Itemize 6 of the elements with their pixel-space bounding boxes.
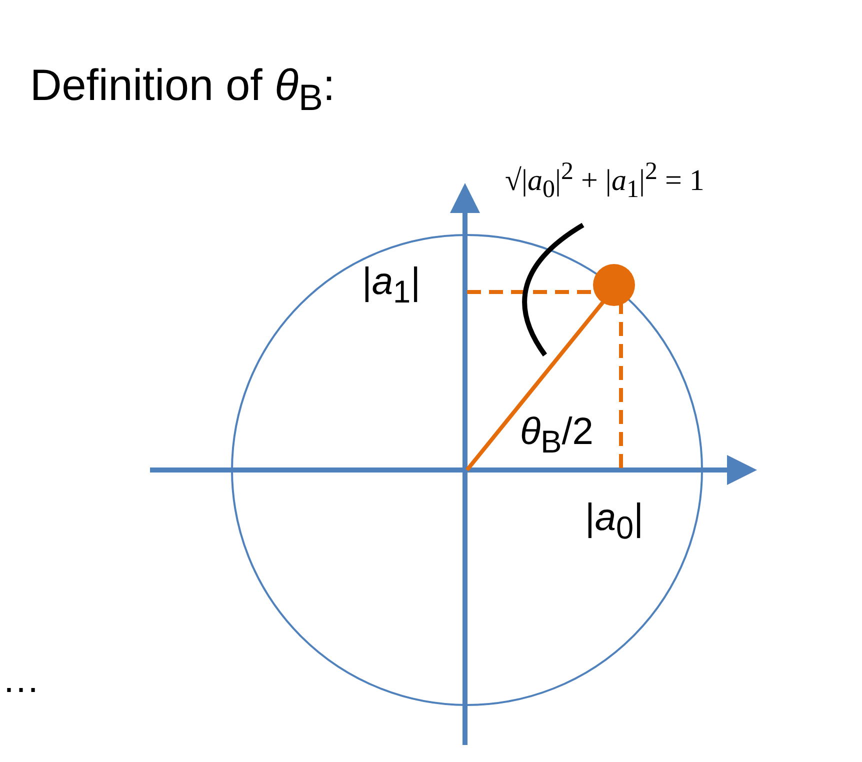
title: Definition of θ$_{B}$: [30, 62, 336, 118]
axis-label: |a$_{0}$| [585, 498, 644, 546]
ellipsis: … [2, 660, 40, 702]
axis-label: |a$_{1}$| [362, 262, 420, 310]
angle-label: θ$_{B}$/2 [520, 412, 594, 460]
equation: √|a$_{0}$|$^{2}$ + |a$_{1}$|$^{2}$ = 1 [505, 158, 704, 204]
